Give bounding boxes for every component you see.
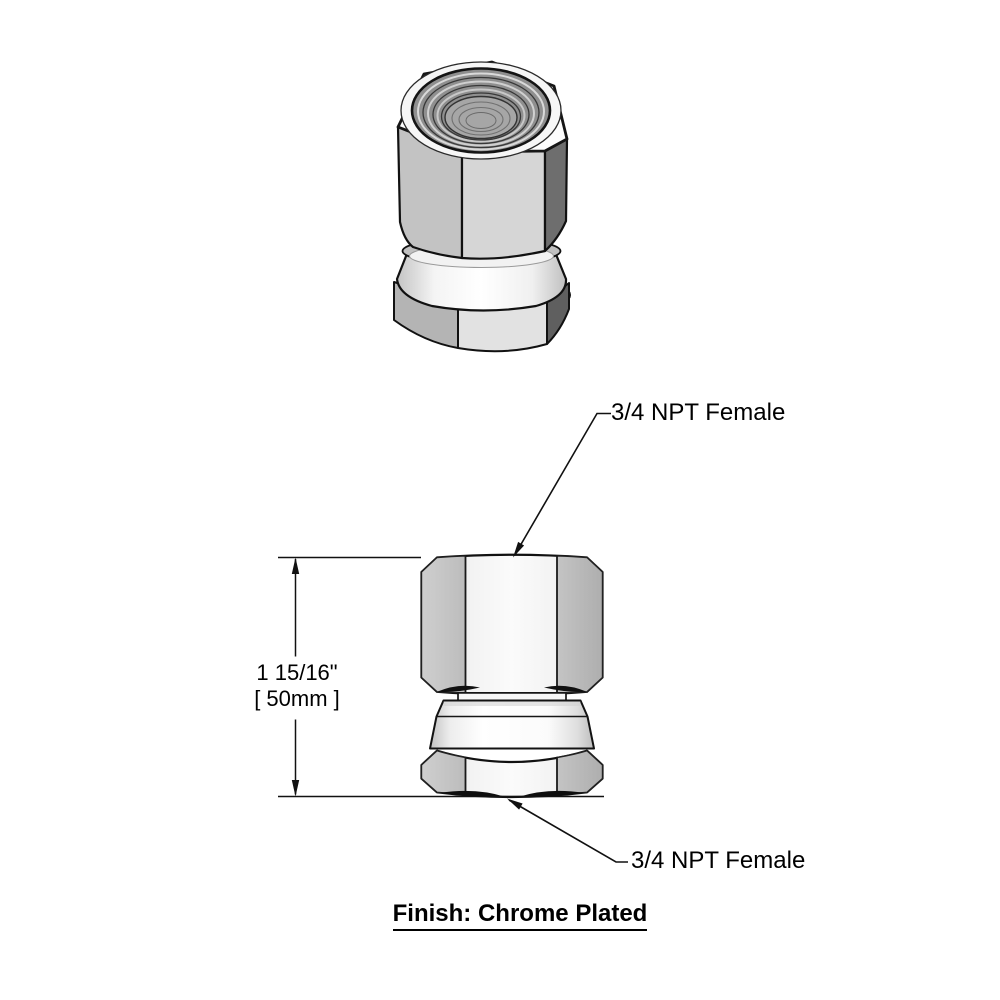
- front-swivel-collar: [429, 699, 595, 750]
- front-view: [420, 553, 604, 799]
- callout-top-label: 3/4 NPT Female: [611, 399, 786, 426]
- front-bottom-hex-shadow-right: [519, 790, 584, 797]
- iso-top-hex-right-face: [543, 137, 569, 253]
- dimension-metric-label: [ 50mm ]: [254, 686, 340, 711]
- dimension-arrow-up: [291, 557, 300, 574]
- front-bottom-hex-left-facet: [420, 750, 467, 795]
- iso-thread-rings: [417, 72, 545, 151]
- callout-bottom-label: 3/4 NPT Female: [631, 847, 806, 874]
- front-top-hex-right-facet: [556, 555, 604, 694]
- leader-top-arrowhead: [513, 541, 525, 558]
- finish-note-wrap: Finish: Chrome Plated: [370, 902, 670, 931]
- dimension-imperial-label: 1 15/16": [256, 660, 338, 685]
- leader-bottom: [507, 798, 628, 863]
- front-top-hex-left-facet: [420, 555, 467, 694]
- leader-bottom-arrowhead: [507, 798, 523, 810]
- leader-top: [513, 412, 611, 558]
- iso-bore-inner-rings: [451, 101, 511, 136]
- dimension-height: [278, 556, 604, 798]
- front-bottom-hex-right-facet: [556, 750, 604, 795]
- iso-top-hex-center-face: [460, 149, 547, 260]
- finish-note: Finish: Chrome Plated: [392, 902, 648, 931]
- iso-top-hex-left-face: [396, 125, 464, 260]
- dimension-arrow-down: [291, 780, 300, 797]
- isometric-view: [393, 60, 571, 353]
- front-neck: [457, 692, 567, 702]
- front-collar-shadow-band: [443, 701, 581, 706]
- dimension-text: 1 15/16" [ 50mm ]: [247, 660, 347, 712]
- front-top-hex-shadow-left: [437, 685, 480, 692]
- front-top-hex-shadow-right: [544, 685, 587, 692]
- iso-bore-inner: [444, 95, 518, 140]
- front-bottom-hex-shadow-left: [440, 790, 505, 797]
